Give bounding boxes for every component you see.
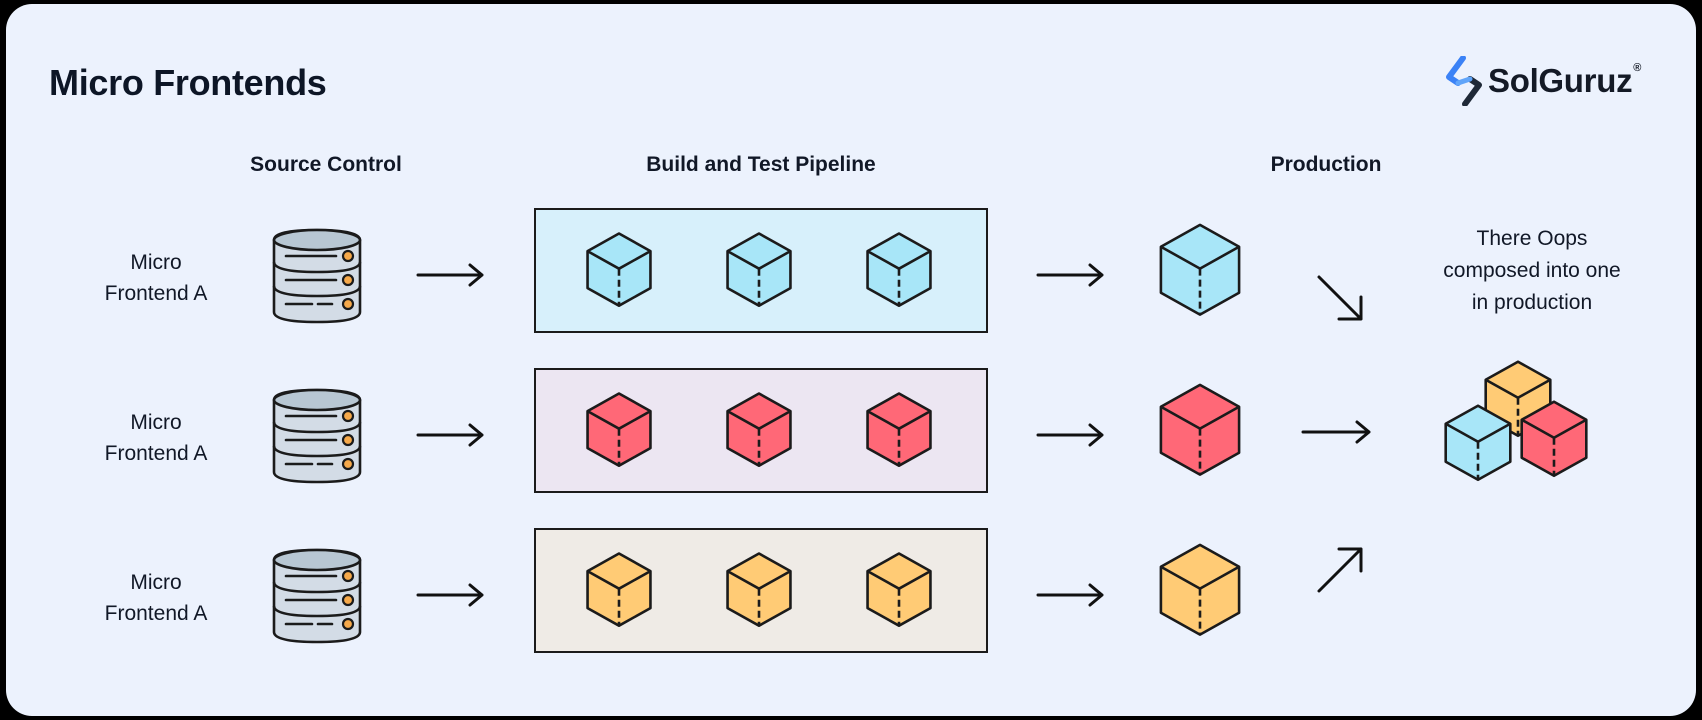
arrow-right-icon (1036, 263, 1104, 287)
cube-icon (1520, 400, 1588, 478)
note-line-2: composed into one (1443, 259, 1621, 282)
production-cube-icon (1159, 543, 1241, 636)
note-line-3: in production (1471, 291, 1593, 314)
database-icon (272, 548, 362, 644)
page-title: Micro Frontends (49, 62, 327, 103)
column-header-pipeline: Build and Test Pipeline (646, 153, 876, 176)
column-header-source-control: Source Control (250, 153, 402, 176)
arrow-right-icon (416, 263, 484, 287)
composed-cubes-icon (1444, 360, 1588, 482)
production-cube-icon (1159, 383, 1241, 476)
arrow-diagonal-down-icon (1317, 275, 1363, 321)
logo-registered-mark: ® (1633, 62, 1642, 74)
row-label-line-1: Micro (130, 411, 182, 434)
cube-icon (726, 232, 792, 307)
cube-icon (866, 552, 932, 627)
arrow-right-icon (416, 423, 484, 447)
row-label-line-2: Frontend A (104, 442, 208, 465)
cube-icon (586, 392, 652, 467)
cube-icon (726, 392, 792, 467)
cube-icon (586, 552, 652, 627)
cube-icon (586, 232, 652, 307)
arrow-right-icon (1036, 423, 1104, 447)
database-icon (272, 228, 362, 324)
arrow-right-icon (416, 583, 484, 607)
cube-icon (866, 232, 932, 307)
cube-icon (726, 552, 792, 627)
solguruz-logo-icon (1446, 56, 1482, 106)
arrow-right-icon (1301, 420, 1371, 444)
row-label-line-2: Frontend A (104, 282, 208, 305)
row-label-line-1: Micro (130, 571, 182, 594)
row-label-line-1: Micro (130, 251, 182, 274)
arrow-right-icon (1036, 583, 1104, 607)
logo-text: SolGuruz (1488, 62, 1633, 99)
arrow-diagonal-up-icon (1317, 547, 1363, 593)
cube-icon (866, 392, 932, 467)
diagram-canvas: Micro Frontends SolGuruz ® Source Contro… (6, 4, 1696, 716)
row-label-line-2: Frontend A (104, 602, 208, 625)
cube-icon (1444, 404, 1512, 482)
note-line-1: There Oops (1476, 227, 1588, 250)
column-header-production: Production (1270, 153, 1382, 176)
composition-note: There Oops composed into one in producti… (1412, 223, 1652, 319)
production-cube-icon (1159, 223, 1241, 316)
brand-logo: SolGuruz ® (1444, 56, 1641, 106)
database-icon (272, 388, 362, 484)
